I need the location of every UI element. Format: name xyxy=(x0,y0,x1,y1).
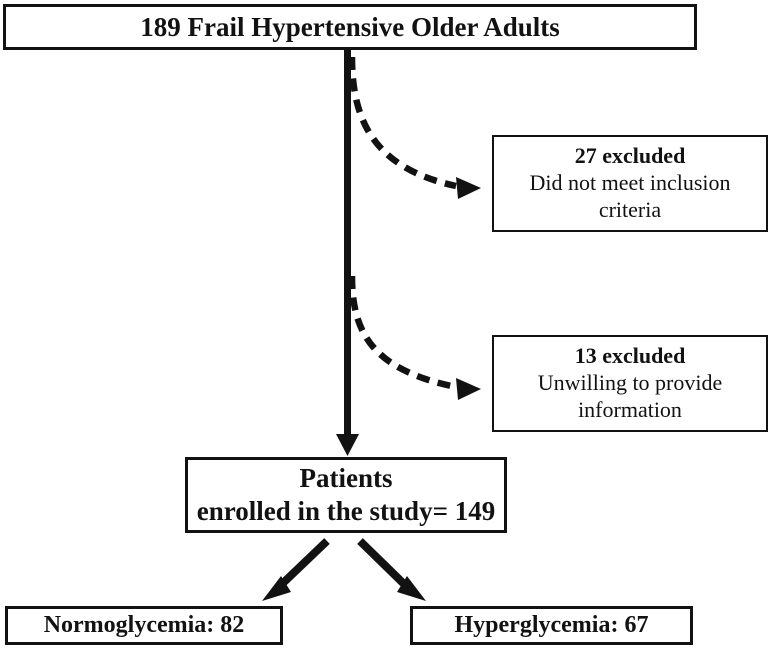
split-arrow-right-shaft xyxy=(357,538,407,587)
exclusion-arrow-2 xyxy=(348,275,457,391)
enrolled-box: Patients enrolled in the study= 149 xyxy=(185,457,507,533)
total-population-box: 189 Frail Hypertensive Older Adults xyxy=(3,4,697,50)
enrolled-line1: Patients xyxy=(299,463,393,494)
excluded-box-1: 27 excluded Did not meet inclusion crite… xyxy=(492,135,768,232)
split-arrowhead-left xyxy=(262,576,291,601)
main-flow-arrowhead xyxy=(336,434,359,456)
normoglycemia-label: Normoglycemia: 82 xyxy=(43,611,245,638)
split-arrow-left-shaft xyxy=(279,538,330,587)
excluded-2-reason: Unwilling to provide information xyxy=(537,370,723,422)
exclusion-arrow-1 xyxy=(348,56,457,190)
hyperglycemia-label: Hyperglycemia: 67 xyxy=(454,611,649,638)
excluded-1-count: 27 excluded xyxy=(574,143,686,169)
exclusion-arrowhead-2 xyxy=(456,378,481,400)
excluded-box-2: 13 excluded Unwilling to provide informa… xyxy=(492,335,768,432)
excluded-1-reason: Did not meet inclusion criteria xyxy=(529,170,731,222)
normoglycemia-box: Normoglycemia: 82 xyxy=(5,606,283,645)
total-population-label: 189 Frail Hypertensive Older Adults xyxy=(140,11,560,42)
enrolled-line2: enrolled in the study= 149 xyxy=(196,496,496,526)
hyperglycemia-box: Hyperglycemia: 67 xyxy=(410,606,693,645)
exclusion-arrowhead-1 xyxy=(456,177,481,199)
split-arrowhead-right xyxy=(397,576,426,601)
excluded-2-count: 13 excluded xyxy=(574,343,686,369)
